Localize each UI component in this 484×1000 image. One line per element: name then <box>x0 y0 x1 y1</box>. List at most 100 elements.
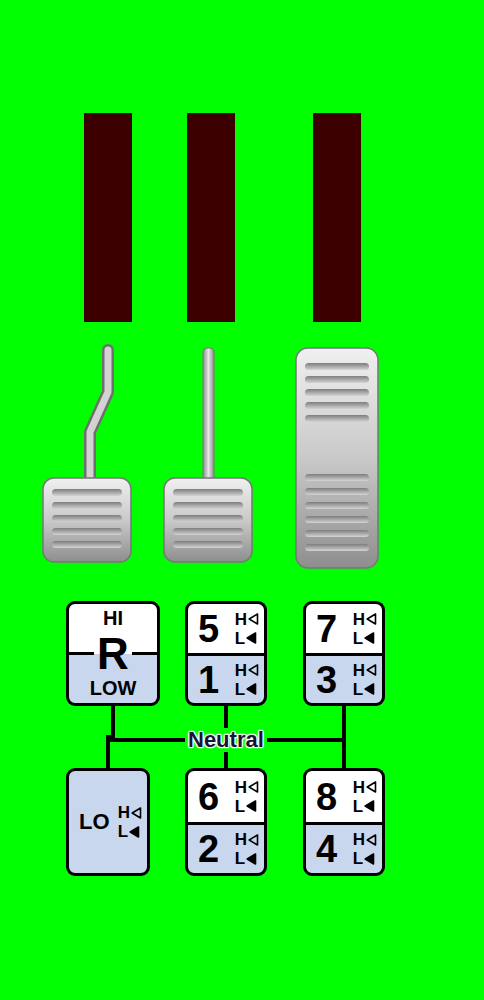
range-column: HL <box>353 831 377 867</box>
shift-path <box>108 706 113 768</box>
range-triangle <box>246 632 257 644</box>
pedal-ridge <box>305 402 369 409</box>
range-letter: L <box>235 850 245 867</box>
range-triangle <box>366 613 377 625</box>
gear-row: 1HL <box>188 656 264 703</box>
clutch-arm <box>90 350 108 482</box>
neutral-label: Neutral <box>188 727 264 752</box>
pedal-ridge <box>52 515 122 522</box>
range-letter: L <box>353 850 363 867</box>
range-letter: L <box>353 630 363 647</box>
pedal-ridge <box>305 389 369 396</box>
range-row: H <box>353 831 377 848</box>
indicator-bar <box>313 113 361 322</box>
pedal-ridge <box>305 363 369 370</box>
gear-box-lower: 2HL <box>185 822 267 876</box>
range-row: L <box>118 823 142 840</box>
pedal-ridge <box>305 530 369 537</box>
range-letter: H <box>353 662 365 679</box>
gear-label-holder: R <box>69 632 157 676</box>
gear-row: 3HL <box>306 656 382 703</box>
range-row: L <box>235 630 259 647</box>
pedal-ridge <box>173 502 243 509</box>
shift-path <box>342 706 346 768</box>
clutch-arm <box>90 350 108 482</box>
range-row: L <box>353 681 377 698</box>
range-triangle <box>130 827 138 837</box>
gear-number: 1 <box>198 661 219 699</box>
range-column: HL <box>235 611 259 647</box>
gear-row: LO HL <box>69 771 147 873</box>
range-row: H <box>353 779 377 796</box>
gear-row: 5HL <box>188 604 264 653</box>
pedal-ridge <box>305 376 369 383</box>
range-triangle <box>364 632 375 644</box>
range-triangle <box>365 684 373 694</box>
range-letter: H <box>235 611 247 628</box>
range-row: L <box>235 681 259 698</box>
brake-pedal <box>164 478 252 562</box>
clutch-pedal <box>43 478 131 562</box>
range-column: HL <box>235 662 259 698</box>
pedal-ridge <box>305 516 369 523</box>
range-letter: H <box>235 831 247 848</box>
range-triangle <box>249 835 257 845</box>
pedal-ridge <box>52 489 122 496</box>
range-letter: L <box>118 823 128 840</box>
gear-box-upper: 6HL <box>185 768 267 822</box>
range-triangle <box>131 807 142 819</box>
gear-row: 7HL <box>306 604 382 653</box>
gear-label: R <box>94 632 132 676</box>
range-column: HL <box>353 779 377 815</box>
range-triangle <box>364 683 375 695</box>
range-column: HL <box>235 779 259 815</box>
range-row: H <box>353 611 377 628</box>
range-letter: H <box>235 662 247 679</box>
range-row: L <box>235 798 259 815</box>
gear-box-upper: 5HL <box>185 601 267 653</box>
range-triangle <box>365 801 373 811</box>
pedal-ridge <box>173 515 243 522</box>
reverse-gate-box: HI LOWR <box>66 601 160 706</box>
pedal-ridge <box>52 528 122 535</box>
range-label: HI <box>69 608 157 628</box>
range-column: HL <box>118 804 142 840</box>
range-triangle <box>248 664 259 676</box>
gear-row: 2HL <box>188 825 264 873</box>
range-letter: H <box>353 611 365 628</box>
range-row: H <box>235 611 259 628</box>
gear-number: 3 <box>316 661 337 699</box>
gear-number: 2 <box>198 830 219 868</box>
pedal-ridge <box>173 541 243 548</box>
range-triangle <box>248 613 259 625</box>
range-letter: L <box>235 681 245 698</box>
range-triangle <box>367 665 375 675</box>
range-letter: L <box>353 798 363 815</box>
range-triangle <box>246 683 257 695</box>
range-triangle <box>364 800 375 812</box>
range-row: H <box>235 662 259 679</box>
range-column: HL <box>353 611 377 647</box>
range-triangle <box>248 834 259 846</box>
pedal-ridge <box>305 544 369 551</box>
range-triangle <box>365 633 373 643</box>
range-row: L <box>235 850 259 867</box>
range-triangle <box>366 834 377 846</box>
gear-number: LO <box>79 811 110 833</box>
indicator-bar <box>84 113 132 322</box>
range-triangle <box>364 853 375 865</box>
range-letter: H <box>235 779 247 796</box>
gear-number: 4 <box>316 830 337 868</box>
accelerator-pedal <box>296 348 378 568</box>
range-label: LOW <box>69 678 157 698</box>
gear-number: 6 <box>198 778 219 816</box>
pedal-ridge <box>52 541 122 548</box>
range-row: H <box>118 804 142 821</box>
range-triangle <box>249 665 257 675</box>
gear-number: 8 <box>316 778 337 816</box>
range-letter: H <box>118 804 130 821</box>
range-triangle <box>246 800 257 812</box>
range-letter: L <box>235 630 245 647</box>
range-triangle <box>246 853 257 865</box>
